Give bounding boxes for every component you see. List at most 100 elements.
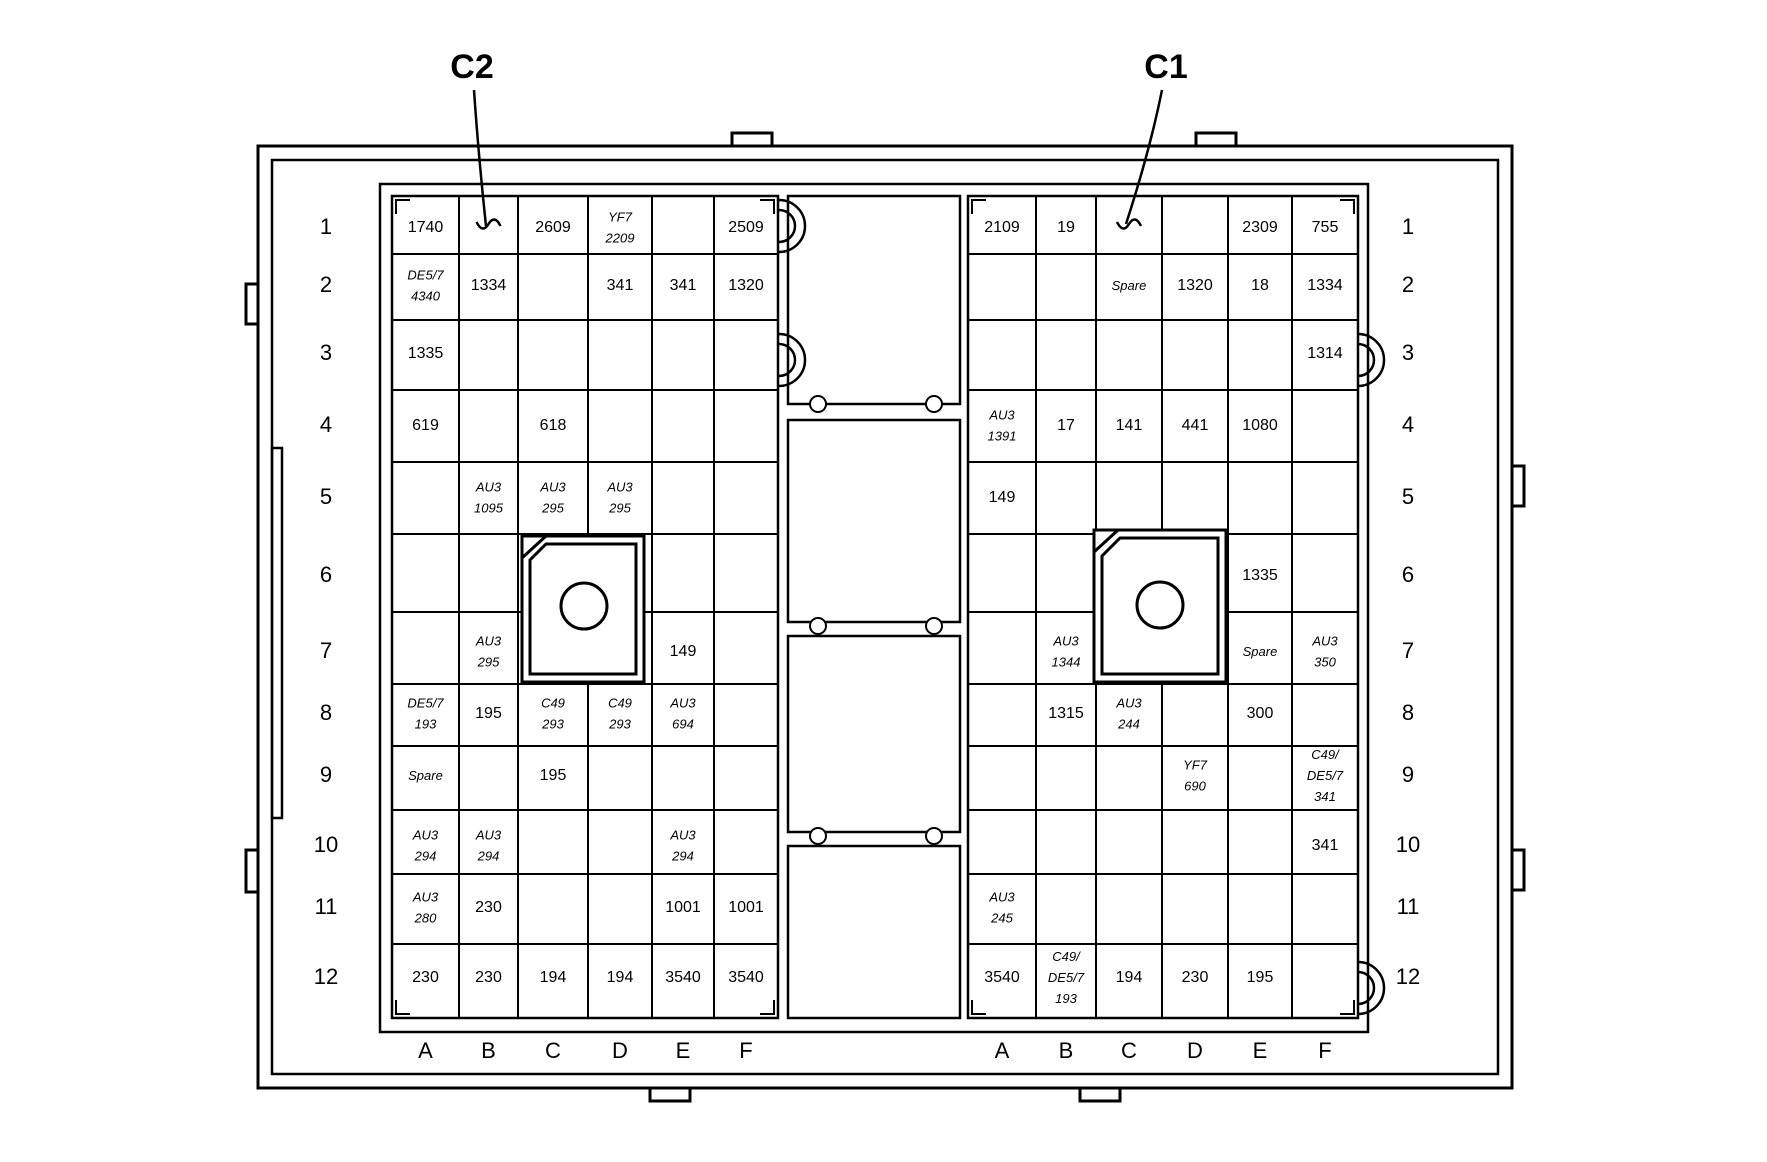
c1-grid-corner-notch bbox=[971, 199, 986, 214]
c2-cell-text: 293 bbox=[541, 717, 564, 732]
c1-cell-text: AU3 bbox=[1115, 696, 1142, 711]
c1-cell-text: 350 bbox=[1314, 655, 1336, 670]
mount-block-c2-chamfer bbox=[520, 534, 548, 560]
c1-cell-text: 194 bbox=[1116, 969, 1143, 986]
mount-block-c1-outer bbox=[1092, 528, 1228, 684]
c1-cell-text: 341 bbox=[1314, 789, 1336, 804]
left-tab-top bbox=[244, 282, 260, 326]
c1-cell-text: DE5/7 bbox=[1048, 970, 1085, 985]
row-label-right: 6 bbox=[1402, 562, 1414, 587]
bottom-tab-left bbox=[648, 1086, 692, 1103]
cavity-notch bbox=[809, 395, 827, 413]
c2-grid-corner-notch bbox=[395, 1000, 410, 1015]
column-label-c1: B bbox=[1059, 1038, 1074, 1063]
c2-cell-text: 4340 bbox=[411, 289, 441, 304]
row-label-right: 1 bbox=[1402, 214, 1414, 239]
c2-cell-text: 195 bbox=[540, 767, 567, 784]
c2-cell-text: 1001 bbox=[665, 899, 701, 916]
c2-cell-text: 195 bbox=[475, 705, 502, 722]
c2-cell-text: 3540 bbox=[665, 969, 701, 986]
c2-cell-text: 293 bbox=[608, 717, 631, 732]
latch-c2-3 bbox=[778, 332, 807, 388]
c1-cell-text: 1314 bbox=[1307, 345, 1343, 362]
c1-cell-text: 245 bbox=[990, 911, 1013, 926]
c2-cell-text: AU3 bbox=[475, 634, 502, 649]
mount-block-c1-inner bbox=[1100, 536, 1220, 676]
c1-cell-text: DE5/7 bbox=[1307, 768, 1344, 783]
c1-cell-text: 193 bbox=[1055, 991, 1077, 1006]
c2-cell-text: AU3 bbox=[669, 696, 696, 711]
c2-cell-text: Spare bbox=[408, 768, 443, 783]
row-label-left: 6 bbox=[320, 562, 332, 587]
c2-cell-text: 2509 bbox=[728, 219, 764, 236]
c2-cell-text: AU3 bbox=[412, 828, 439, 843]
row-label-left: 12 bbox=[314, 964, 338, 989]
c2-grid-frame bbox=[390, 194, 780, 1020]
c2-cell-text: 2209 bbox=[605, 231, 635, 246]
c2-cell-text: 2609 bbox=[535, 219, 571, 236]
c2-cell-text: YF7 bbox=[608, 210, 633, 225]
mount-hole-c1 bbox=[1135, 580, 1185, 630]
cavity-notch bbox=[925, 395, 943, 413]
c2-grid-corner-notch bbox=[760, 1000, 775, 1015]
c2-cell-text: 230 bbox=[475, 899, 502, 916]
label-c2: C2 bbox=[450, 48, 493, 86]
c2-cell-text: DE5/7 bbox=[407, 268, 444, 283]
row-label-left: 5 bbox=[320, 484, 332, 509]
c2-cell-text: 194 bbox=[607, 969, 634, 986]
c1-cell-text: 2309 bbox=[1242, 219, 1278, 236]
c2-cell-text: 1334 bbox=[471, 277, 507, 294]
c1-cell-text: 19 bbox=[1057, 219, 1075, 236]
c2-cell-text: AU3 bbox=[475, 828, 502, 843]
c2-cell-text: 619 bbox=[412, 417, 439, 434]
c2-cell-text: 341 bbox=[670, 277, 697, 294]
c1-cell-text: 755 bbox=[1312, 219, 1339, 236]
row-label-left: 8 bbox=[320, 700, 332, 725]
c2-grid-corner-notch bbox=[760, 199, 775, 214]
c2-cell-text: 1740 bbox=[408, 219, 444, 236]
c2-cell-text: AU3 bbox=[606, 480, 633, 495]
mount-hole-c2 bbox=[559, 581, 609, 631]
c2-cell-text: 295 bbox=[608, 501, 631, 516]
c2-cell-text: 294 bbox=[414, 849, 437, 864]
c1-cell-text: 3540 bbox=[984, 969, 1020, 986]
column-label-c2: D bbox=[612, 1038, 628, 1063]
housing bbox=[244, 131, 1526, 1103]
row-label-right: 8 bbox=[1402, 700, 1414, 725]
row-label-left: 4 bbox=[320, 412, 332, 437]
left-rail bbox=[270, 446, 284, 820]
cavity-notch bbox=[809, 617, 827, 635]
c2-cell-text: AU3 bbox=[412, 890, 439, 905]
leader-c2 bbox=[472, 89, 488, 227]
row-label-right: 4 bbox=[1402, 412, 1414, 437]
column-label-c1: A bbox=[995, 1038, 1010, 1063]
top-tab-right bbox=[1194, 131, 1238, 148]
c2-cell-text: 1095 bbox=[474, 501, 504, 516]
c1-cell-text: 1335 bbox=[1242, 567, 1278, 584]
connector-c1-grid bbox=[966, 194, 1360, 1020]
row-label-right: 3 bbox=[1402, 340, 1414, 365]
c2-cell-text: 1335 bbox=[408, 345, 444, 362]
c1-cell-text: 149 bbox=[989, 489, 1016, 506]
housing-inner bbox=[270, 158, 1500, 1076]
latches bbox=[778, 198, 1386, 1016]
c2-cell-text: C49 bbox=[541, 696, 565, 711]
cavity-notch bbox=[925, 827, 943, 845]
connector-carrier bbox=[378, 182, 1370, 1034]
c2-cell-text: 230 bbox=[475, 969, 502, 986]
center-cavity-1 bbox=[786, 194, 962, 406]
c1-cell-text: 1391 bbox=[988, 429, 1017, 444]
c1-cell-text: 1320 bbox=[1177, 277, 1213, 294]
c1-cell-text: 300 bbox=[1247, 705, 1274, 722]
leader-c1 bbox=[1124, 89, 1164, 225]
c1-cell-text: AU3 bbox=[988, 408, 1015, 423]
column-label-c2: C bbox=[545, 1038, 561, 1063]
c2-cell-text: 694 bbox=[672, 717, 694, 732]
row-label-right: 5 bbox=[1402, 484, 1414, 509]
latch-c1-3-inner bbox=[1357, 342, 1376, 378]
c2-cell-text: 1001 bbox=[728, 899, 764, 916]
row-label-right: 10 bbox=[1396, 832, 1420, 857]
